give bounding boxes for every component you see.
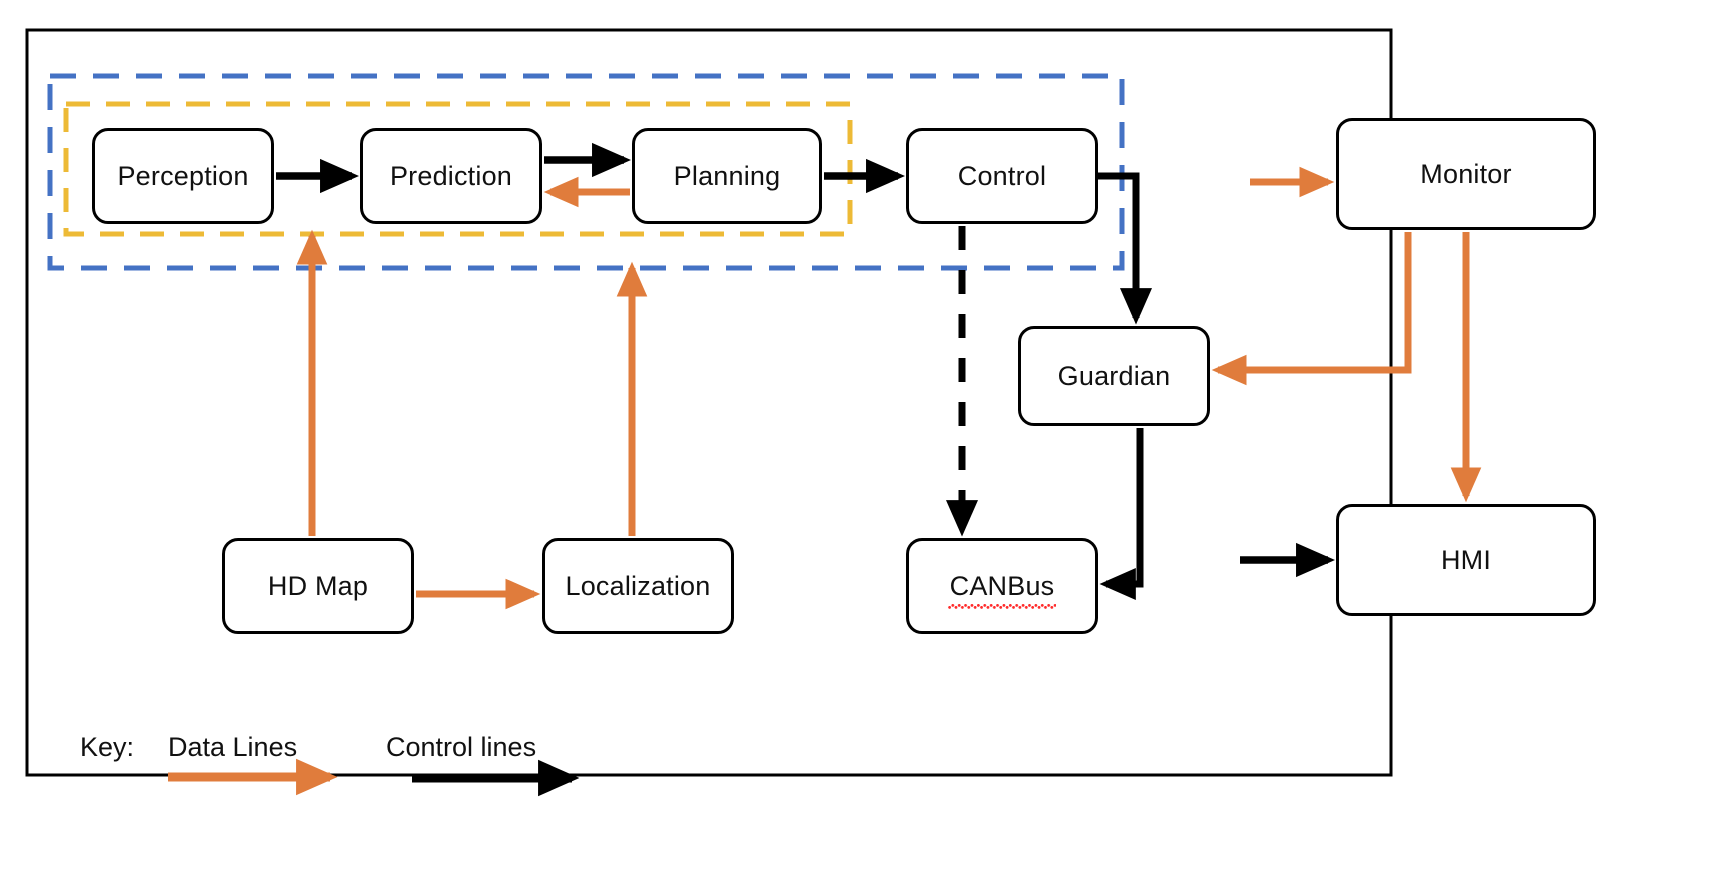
edge-guardian-to-canbus — [1099, 428, 1144, 601]
node-planning-label: Planning — [673, 160, 781, 191]
edge-control-to-guardian — [1098, 172, 1153, 325]
blue-dashed-group — [47, 73, 1125, 271]
node-canbus-label: CANBus — [947, 570, 1057, 609]
node-hmi[interactable]: HMI — [1336, 504, 1596, 616]
node-hmi-label: HMI — [1440, 544, 1492, 575]
node-prediction[interactable]: Prediction — [360, 128, 542, 224]
node-monitor[interactable]: Monitor — [1336, 118, 1596, 230]
node-localization[interactable]: Localization — [542, 538, 734, 634]
node-guardian[interactable]: Guardian — [1018, 326, 1210, 426]
key-title: Key: — [80, 732, 135, 762]
yellow-dashed-group — [63, 101, 853, 237]
key-control-lines-label: Control lines — [386, 732, 537, 762]
node-perception-label: Perception — [117, 160, 249, 191]
edge-monitor-to-guardian — [1211, 232, 1412, 386]
key-data-lines-label: Data Lines — [168, 732, 298, 762]
node-perception[interactable]: Perception — [92, 128, 274, 224]
node-planning[interactable]: Planning — [632, 128, 822, 224]
node-prediction-label: Prediction — [389, 160, 513, 191]
node-hd-map[interactable]: HD Map — [222, 538, 414, 634]
node-control[interactable]: Control — [906, 128, 1098, 224]
node-monitor-label: Monitor — [1420, 158, 1512, 189]
vehicle-system-boundary — [25, 28, 1393, 777]
node-canbus[interactable]: CANBus — [906, 538, 1098, 634]
node-guardian-label: Guardian — [1057, 360, 1171, 391]
node-localization-label: Localization — [565, 570, 711, 601]
node-hd-map-label: HD Map — [267, 570, 369, 601]
node-control-label: Control — [957, 160, 1047, 191]
